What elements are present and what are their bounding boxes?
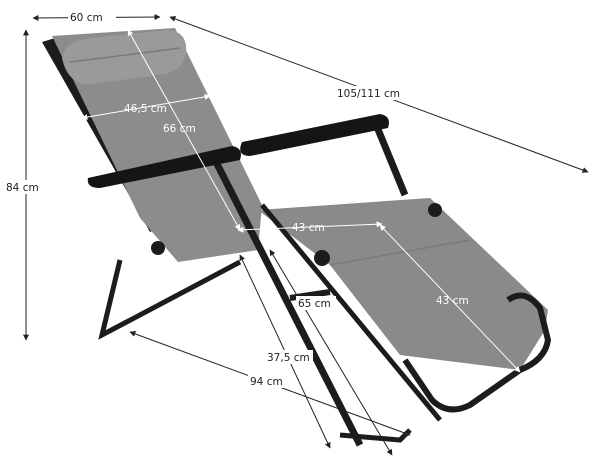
lounger-illustration <box>42 28 552 447</box>
lock-knob-foot <box>428 203 442 217</box>
label-total-length: 105/111 cm <box>337 88 400 100</box>
label-bg-105 <box>335 86 407 100</box>
label-height: 84 cm <box>6 182 39 194</box>
label-leg-65: 65 cm <box>298 298 331 310</box>
label-bg-84 <box>4 180 48 194</box>
label-bg-94 <box>248 374 288 388</box>
frame-leg-front <box>211 158 364 447</box>
label-seat-width: 43 cm <box>292 222 325 234</box>
dim-line-43-foot <box>379 224 521 373</box>
lock-knob-left <box>151 241 165 255</box>
frame-foot-loop <box>402 292 552 413</box>
frame-leg-rear <box>98 259 242 340</box>
label-top-width: 60 cm <box>70 12 103 24</box>
lock-knob-right <box>314 250 330 266</box>
label-headrest-width: 46,5 cm <box>124 103 167 115</box>
dim-line-43-seat <box>237 221 383 233</box>
dim-line-66 <box>127 29 241 231</box>
armrest-right <box>240 114 389 156</box>
label-backrest-length: 66 cm <box>163 123 196 135</box>
label-bg-37 <box>265 350 313 364</box>
dimension-lines-on-fabric <box>81 29 521 373</box>
label-bg-60 <box>68 10 116 24</box>
label-footrest-length: 43 cm <box>436 295 469 307</box>
label-base-length: 94 cm <box>250 376 283 388</box>
frame-right-leg <box>371 120 409 197</box>
label-bg-65 <box>296 296 336 310</box>
label-leg-37: 37,5 cm <box>267 352 310 364</box>
